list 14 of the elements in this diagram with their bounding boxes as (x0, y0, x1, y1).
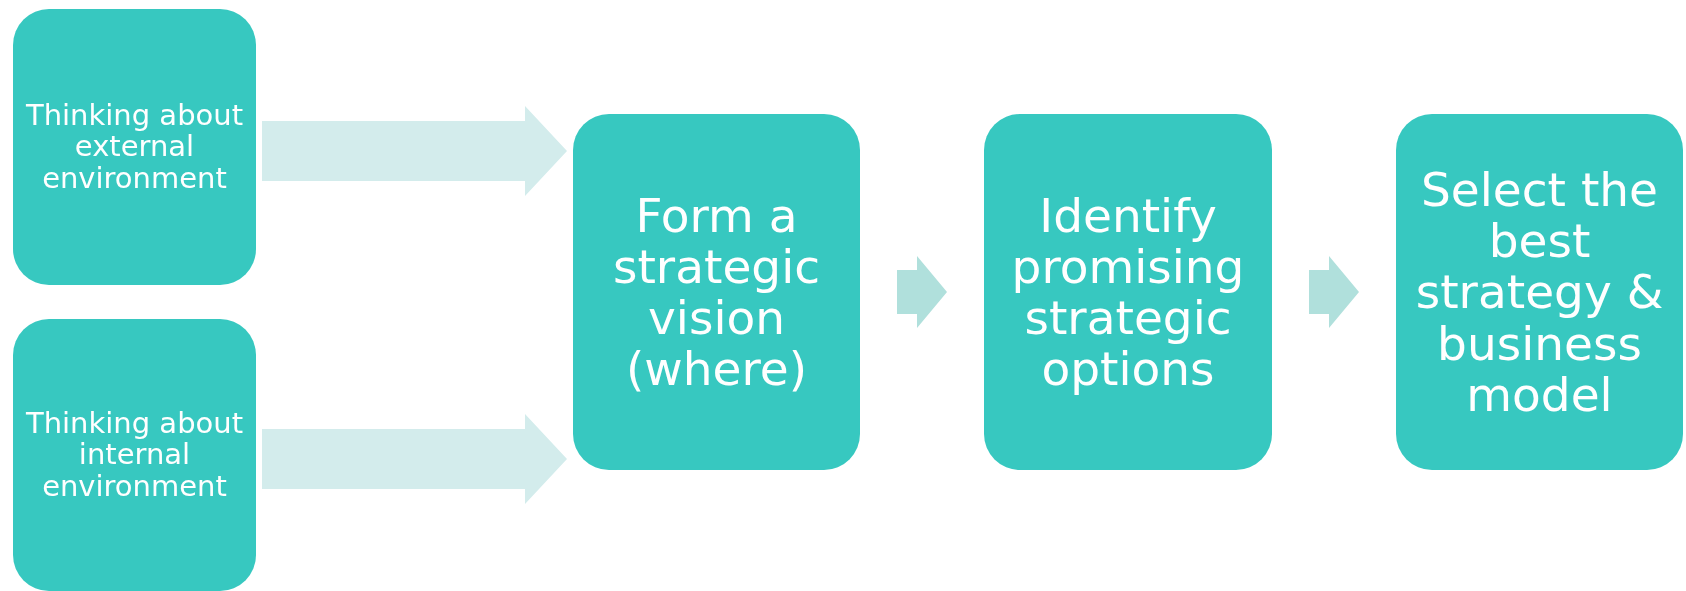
process-box (13, 9, 256, 285)
block-arrow (897, 256, 947, 328)
process-box (984, 114, 1272, 470)
block-arrow (1309, 256, 1359, 328)
block-arrow (262, 414, 567, 504)
box-label: Form a strategic vision (where) (611, 189, 822, 395)
box-label: Identify promising strategic options (1010, 189, 1246, 395)
box-label: Select the best strategy & business model (1414, 163, 1665, 421)
box-label: Thinking about external environment (24, 99, 245, 195)
process-box (13, 319, 256, 591)
box-label: Thinking about internal environment (24, 407, 245, 503)
process-box (573, 114, 860, 470)
block-arrow (262, 106, 567, 196)
process-box (1396, 114, 1683, 470)
